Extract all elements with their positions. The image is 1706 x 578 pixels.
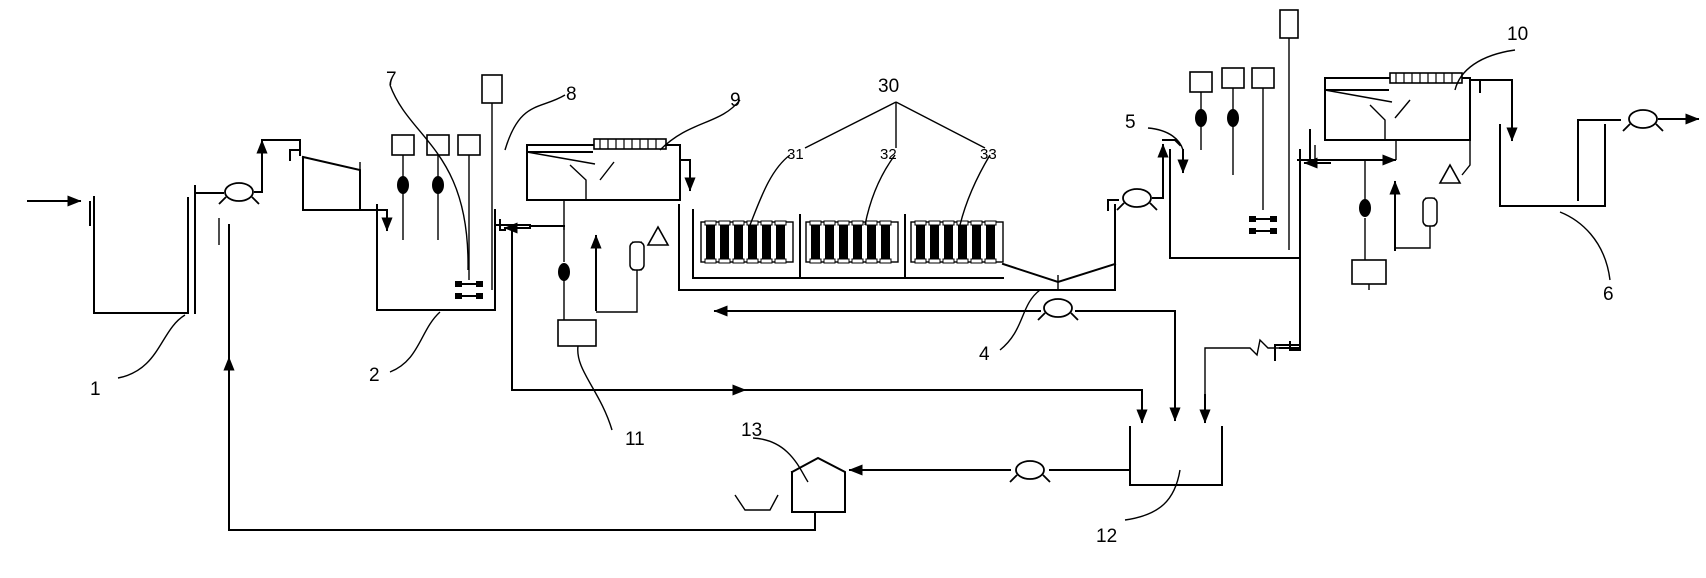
label-1: 1	[90, 379, 101, 400]
reaction-tank-2	[376, 74, 503, 311]
membrane-tank-30	[678, 101, 1117, 291]
lift-pump-1	[194, 139, 301, 245]
label-32: 32	[880, 146, 897, 163]
label-12: 12	[1096, 526, 1117, 547]
leader-lines	[117, 49, 1611, 521]
sludge-recycle-10	[1351, 140, 1471, 290]
check-valve-line	[1199, 257, 1301, 424]
label-2: 2	[369, 365, 380, 386]
label-30: 30	[878, 76, 899, 97]
label-10: 10	[1507, 24, 1528, 45]
label-6: 6	[1603, 284, 1614, 305]
label-9: 9	[730, 90, 741, 111]
label-7: 7	[386, 69, 397, 90]
clarifier-9	[526, 138, 696, 230]
sludge-tank-12	[848, 426, 1223, 486]
label-5: 5	[1125, 112, 1136, 133]
label-33: 33	[980, 146, 997, 163]
dosing-box-11	[557, 319, 597, 347]
reaction-tank-5	[1107, 9, 1316, 259]
inlet-tank	[27, 185, 196, 314]
label-4: 4	[979, 344, 990, 365]
label-13: 13	[741, 420, 762, 441]
outlet-tank-6	[1479, 79, 1700, 207]
pump-4	[713, 298, 1181, 422]
label-11: 11	[625, 429, 645, 450]
pipe-to-12	[511, 224, 1148, 424]
sludge-recycle-9	[529, 225, 669, 347]
label-8: 8	[566, 84, 577, 105]
label-31: 31	[787, 146, 804, 163]
dosing-box-10	[1351, 259, 1387, 285]
screen-unit	[289, 149, 393, 232]
number-labels: 1 2 4 5 6 7 8 9 10 11 12 13 30 31 32 33	[90, 24, 1614, 547]
sludge-press-13	[223, 224, 846, 531]
